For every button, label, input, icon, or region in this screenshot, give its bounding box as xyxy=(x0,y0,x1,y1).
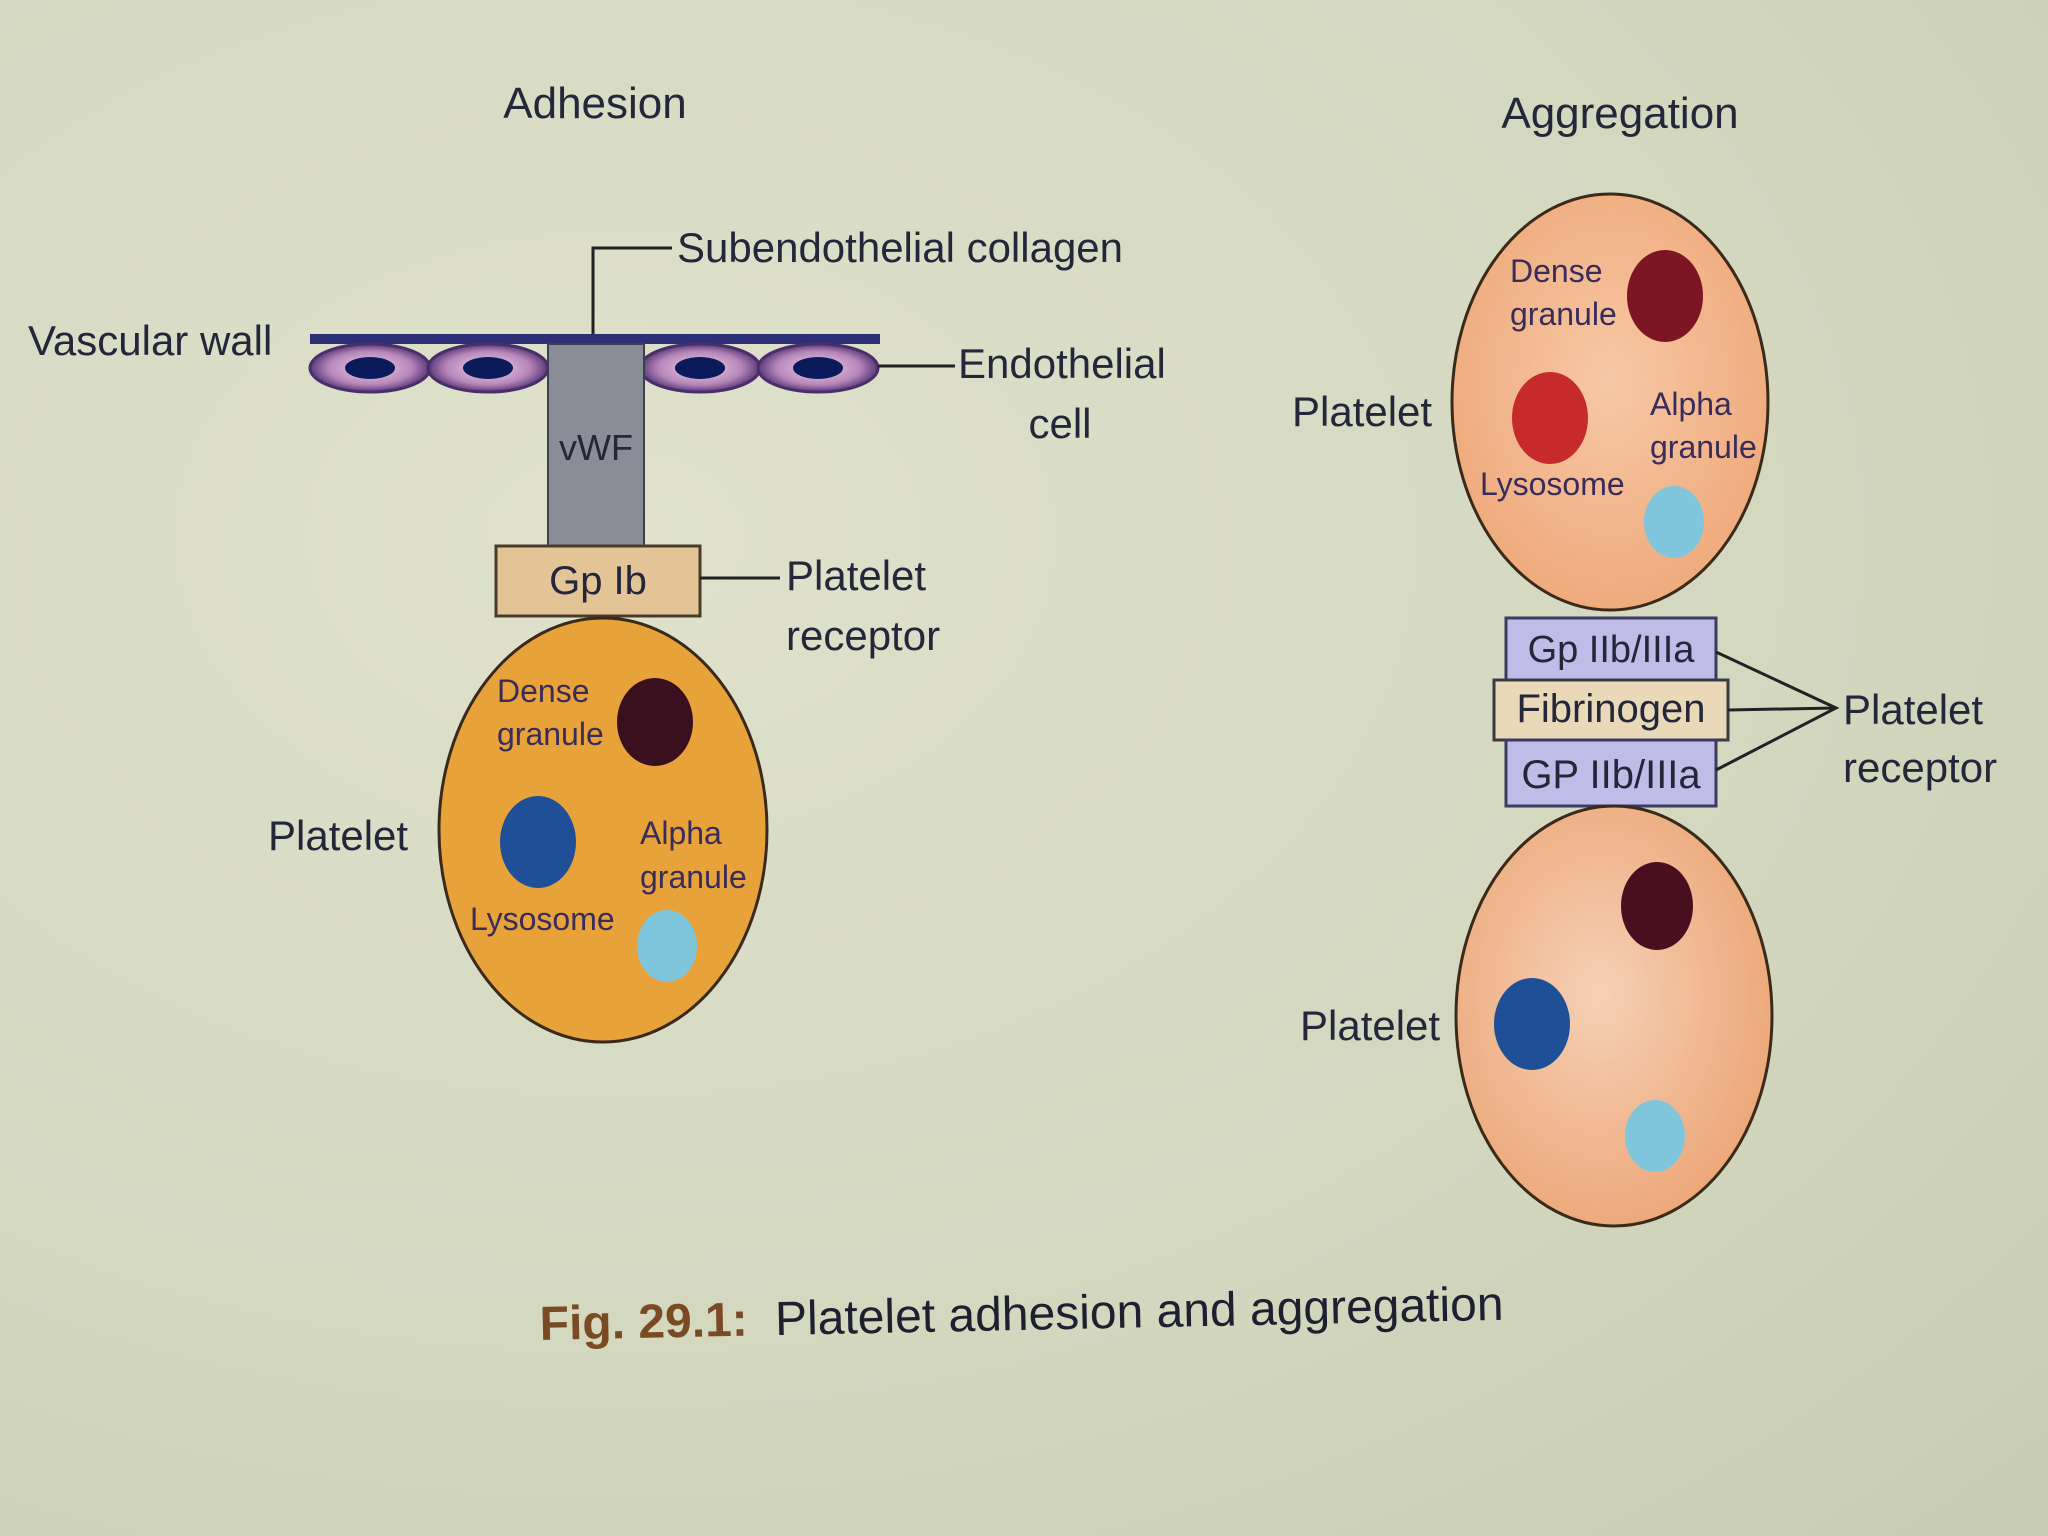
gp-ib-label: Gp Ib xyxy=(549,559,647,603)
adhesion-lysosome-label: Lysosome xyxy=(470,901,615,937)
aggregation-alpha-granule-label-line1: Alpha xyxy=(1650,386,1732,422)
figure-number: Fig. 29.1: xyxy=(539,1294,748,1351)
aggregation-bottom-platelet xyxy=(1454,804,1774,1228)
aggregation-dense-granule-label-line2: granule xyxy=(1510,296,1617,332)
fibrinogen-label: Fibrinogen xyxy=(1516,687,1705,731)
vascular-wall-label: Vascular wall xyxy=(28,317,272,364)
gp-iib-iiia-bottom-label: GP IIb/IIIa xyxy=(1521,753,1701,797)
aggregation-top-platelet-label: Platelet xyxy=(1292,388,1432,435)
aggregation-heading: Aggregation xyxy=(1501,89,1738,138)
endothelial-cell-label-line1: Endothelial xyxy=(958,340,1166,387)
gp-iib-iiia-top-label: Gp IIb/IIIa xyxy=(1528,629,1696,671)
bottom-dense-granule xyxy=(1621,862,1693,950)
adhesion-platelet-receptor-line1: Platelet xyxy=(786,552,926,599)
aggregation-dense-granule xyxy=(1627,250,1703,342)
adhesion-dense-granule xyxy=(617,678,693,766)
vwf-column xyxy=(547,343,645,547)
receptor-bracket-center-line xyxy=(1727,706,1837,712)
endothelial-nucleus xyxy=(345,357,395,379)
aggregation-lysosome-label: Lysosome xyxy=(1480,466,1625,502)
figure-caption: Fig. 29.1: Platelet adhesion and aggrega… xyxy=(539,1278,1504,1351)
adhesion-dense-granule-label-line1: Dense xyxy=(497,673,590,709)
aggregation-dense-granule-label-line1: Dense xyxy=(1510,253,1603,289)
bottom-lysosome xyxy=(1494,978,1570,1070)
collagen-leader-line xyxy=(591,246,672,338)
adhesion-alpha-granule-label-line1: Alpha xyxy=(640,815,722,851)
aggregation-platelet-receptor-line2: receptor xyxy=(1843,744,1997,791)
adhesion-alpha-granule xyxy=(637,910,697,982)
endothelial-nucleus xyxy=(675,357,725,379)
gp-ib-box xyxy=(494,544,702,618)
aggregation-bottom-platelet-label: Platelet xyxy=(1300,1002,1440,1049)
figure-caption-text: Platelet adhesion and aggregation xyxy=(774,1278,1504,1346)
gp-iib-iiia-bottom-box xyxy=(1504,738,1718,808)
endothelial-nucleus xyxy=(463,357,513,379)
endothelial-cell-label-line2: cell xyxy=(1028,400,1091,447)
adhesion-alpha-granule-label-line2: granule xyxy=(640,859,747,895)
aggregation-alpha-granule-label-line2: granule xyxy=(1650,429,1757,465)
adhesion-heading: Adhesion xyxy=(503,79,686,128)
subendothelial-collagen-label: Subendothelial collagen xyxy=(677,224,1123,271)
adhesion-platelet-label: Platelet xyxy=(268,812,408,859)
aggregation-platelet-receptor-line1: Platelet xyxy=(1843,686,1983,733)
fibrinogen-box xyxy=(1492,678,1730,742)
adhesion-dense-granule-label-line2: granule xyxy=(497,716,604,752)
bottom-alpha-granule xyxy=(1625,1100,1685,1172)
adhesion-platelet-receptor-line2: receptor xyxy=(786,612,940,659)
gp-iib-iiia-top-box xyxy=(1504,616,1718,682)
vascular-wall-line xyxy=(310,334,880,344)
endothelial-nucleus xyxy=(793,357,843,379)
adhesion-lysosome xyxy=(500,796,576,888)
aggregation-lysosome xyxy=(1512,372,1588,464)
aggregation-alpha-granule xyxy=(1644,486,1704,558)
vwf-label: vWF xyxy=(559,427,633,468)
